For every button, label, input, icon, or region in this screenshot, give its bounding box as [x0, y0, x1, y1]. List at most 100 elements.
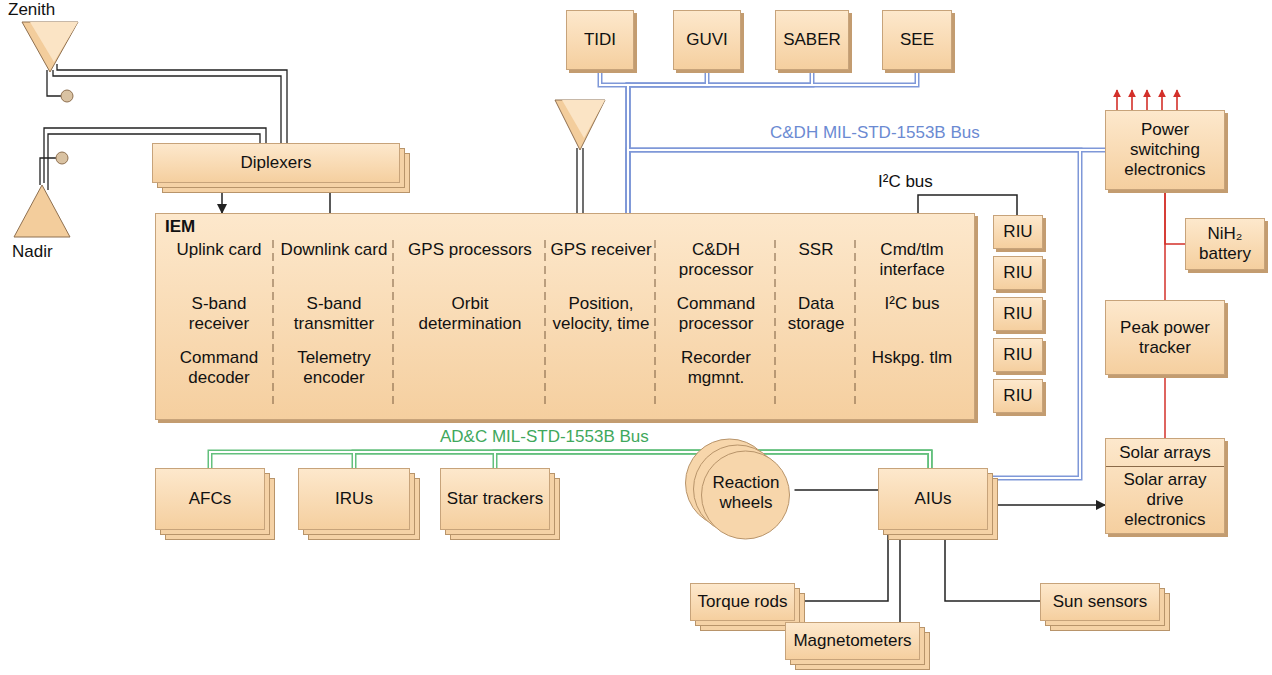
iem-function: Recorder mgmnt.	[660, 348, 772, 388]
box-label: Reaction wheels	[710, 473, 783, 513]
diplexer-box: Diplexers	[152, 143, 400, 183]
riu-box: RIU	[993, 379, 1043, 413]
iem-function: Uplink card	[168, 240, 270, 260]
iem-function: Cmd/tlm interface	[860, 240, 964, 280]
iem-function: I²C bus	[860, 294, 964, 314]
bus-connector	[628, 70, 707, 213]
box-label: AIUs	[884, 489, 982, 509]
iem-function: S-band receiver	[168, 294, 270, 334]
component-box: Star trackers	[440, 468, 550, 530]
iem-function: SSR	[780, 240, 852, 260]
bus-core	[628, 70, 707, 213]
riu-box: RIU	[993, 256, 1043, 290]
iem-function: C&DH processor	[660, 240, 772, 280]
sensor-box: Torque rods	[690, 583, 795, 621]
box-label: TIDI	[572, 30, 628, 50]
antenna-wire	[577, 148, 583, 213]
box-label: Torque rods	[696, 592, 789, 612]
antenna-highlight	[30, 22, 78, 62]
connector	[221, 183, 223, 213]
gps-antenna	[555, 100, 605, 150]
antenna-highlight	[562, 100, 605, 138]
box-label: RIU	[999, 222, 1037, 242]
iem-title: IEM	[165, 217, 195, 237]
iem-box: IEM Uplink cardS-band receiverCommand dec…	[155, 213, 975, 420]
connector	[795, 489, 879, 491]
bus-label: C&DH MIL-STD-1553B Bus	[770, 123, 980, 143]
riu-box: RIU	[993, 297, 1043, 331]
sensor-box: Magnetometers	[785, 622, 920, 660]
box-label: RIU	[999, 386, 1037, 406]
connector	[1164, 190, 1166, 300]
box-label: NiH₂ battery	[1191, 224, 1259, 264]
rf-coupler	[56, 152, 68, 164]
connector	[1164, 375, 1166, 438]
iem-function: Command decoder	[168, 348, 270, 388]
box-label: Diplexers	[158, 153, 394, 173]
box-label: IRUs	[304, 489, 404, 509]
box-label: Power switching electronics	[1111, 120, 1219, 180]
box-label: GUVI	[679, 30, 735, 50]
antenna-wire	[57, 64, 287, 143]
box-label: Magnetometers	[791, 631, 914, 651]
wheel-disc	[701, 451, 789, 539]
component-box: AIUs	[878, 468, 988, 530]
power-box: Power switching electronics	[1105, 110, 1225, 190]
box-label: Sun sensors	[1046, 592, 1154, 612]
iem-function: Position, velocity, time	[550, 294, 652, 334]
battery-box: NiH₂ battery	[1185, 218, 1265, 270]
bus-core	[600, 70, 628, 213]
solar-box: Solar arraysSolar array drive electronic…	[1105, 438, 1225, 534]
iem-function: Orbit determination	[398, 294, 542, 334]
box-label: RIU	[999, 304, 1037, 324]
power-output-arrow	[1131, 90, 1133, 110]
connector	[899, 530, 901, 622]
box-label: Star trackers	[446, 489, 544, 509]
connector	[329, 183, 331, 213]
antenna-wire	[53, 70, 281, 143]
power-output-arrow	[1146, 90, 1148, 110]
antenna-wire	[47, 70, 61, 96]
component-box: IRUs	[298, 468, 410, 530]
bus-core	[354, 452, 930, 468]
bus-label: I²C bus	[878, 172, 933, 192]
connector	[1165, 190, 1185, 244]
bus-connector	[600, 70, 628, 213]
bus-core	[628, 150, 1105, 213]
bus-label: AD&C MIL-STD-1553B Bus	[440, 427, 649, 447]
antenna-label: Zenith	[8, 0, 55, 20]
bus-connector	[628, 150, 1105, 213]
reaction-wheel-stack: Reaction wheels	[686, 445, 795, 540]
power-output-arrow	[1161, 90, 1163, 110]
box-label: SEE	[888, 30, 946, 50]
box-label: RIU	[999, 263, 1037, 283]
iem-function: Telemetry encoder	[278, 348, 390, 388]
riu-box: RIU	[993, 338, 1043, 372]
power-output-arrow	[1116, 90, 1118, 110]
instrument-box: GUVI	[673, 10, 741, 70]
iem-function: S-band transmitter	[278, 294, 390, 334]
box-label: Peak power tracker	[1111, 318, 1219, 358]
riu-box: RIU	[993, 215, 1043, 249]
box-label: SABER	[781, 30, 843, 50]
connector	[795, 530, 888, 601]
instrument-box: SABER	[775, 10, 849, 70]
power-output-arrow	[1176, 90, 1178, 110]
box-label: AFCs	[161, 489, 259, 509]
antenna-label: Nadir	[12, 242, 53, 262]
zenith-antenna	[22, 22, 78, 72]
connector	[988, 504, 1105, 506]
box-label: Solar arrays	[1111, 443, 1219, 463]
power-box: Peak power tracker	[1105, 300, 1225, 375]
bus-core	[210, 452, 930, 468]
connector	[918, 195, 1017, 215]
iem-function: GPS receiver	[550, 240, 652, 260]
iem-function: Data storage	[780, 294, 852, 334]
iem-function: Hskpg. tlm	[860, 348, 964, 368]
box-label: RIU	[999, 345, 1037, 365]
bus-connector	[354, 452, 930, 468]
nadir-antenna	[14, 185, 70, 237]
box-label: Solar array drive electronics	[1106, 466, 1224, 530]
connector	[945, 530, 1040, 601]
